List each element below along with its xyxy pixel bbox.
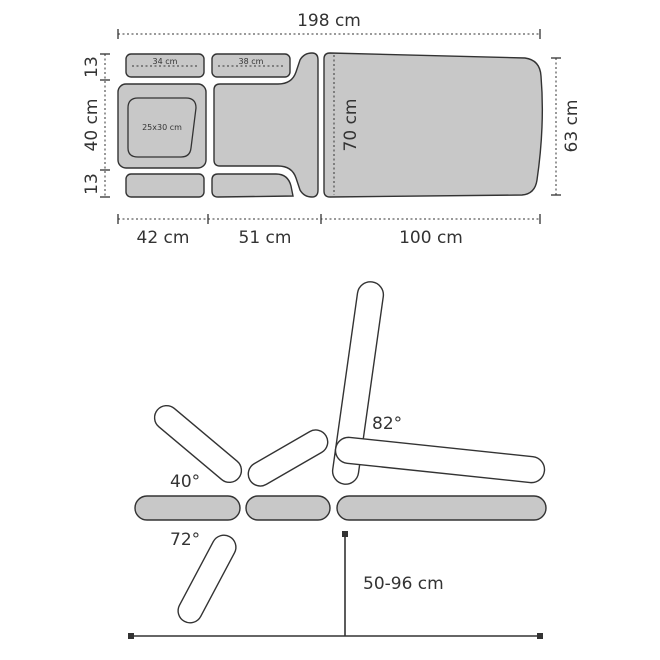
base-back-section [336,495,547,521]
width-right-label: 63 cm [562,100,582,153]
base-middle-section [245,495,331,521]
height-indicator-top-marker [342,531,348,537]
head-section-length-label: 42 cm [137,228,190,248]
head-up-angle-label: 40° [170,472,200,492]
left-height-middle-label: 40 cm [82,99,102,152]
backrest-raised [331,281,385,485]
floor-marker-right [537,633,543,639]
backrest-angle-label: 82° [372,414,402,434]
middle-section-raised [247,429,329,487]
middle-armrest-bottom [211,173,294,198]
head-armrest-bottom [125,173,205,198]
back-section-flat [334,436,546,484]
base-head-section [134,495,241,521]
back-section-length-label: 100 cm [399,228,463,248]
face-hole-label: 25x30 cm [142,123,182,132]
middle-seat-pad [213,52,319,198]
head-section-down [177,534,237,624]
left-height-top-label: 13 [82,56,102,78]
armrest-width-left-label: 34 cm [153,57,178,66]
face-hole [127,97,197,158]
total-length-label: 198 cm [297,11,361,31]
middle-section-length-label: 51 cm [239,228,292,248]
back-width-label: 70 cm [341,99,361,152]
floor-marker-left [128,633,134,639]
side-view: 82° 40° 72° 50-96 cm [128,281,547,639]
armrest-width-middle-label: 38 cm [239,57,264,66]
main-back-pad [323,52,544,198]
head-section-up [153,404,243,484]
left-height-bottom-label: 13 [82,173,102,195]
height-range-label: 50-96 cm [363,574,444,594]
top-view: 198 cm 34 cm 25x30 cm 38 cm 70 cm 63 cm … [82,11,582,248]
head-down-angle-label: 72° [170,530,200,550]
